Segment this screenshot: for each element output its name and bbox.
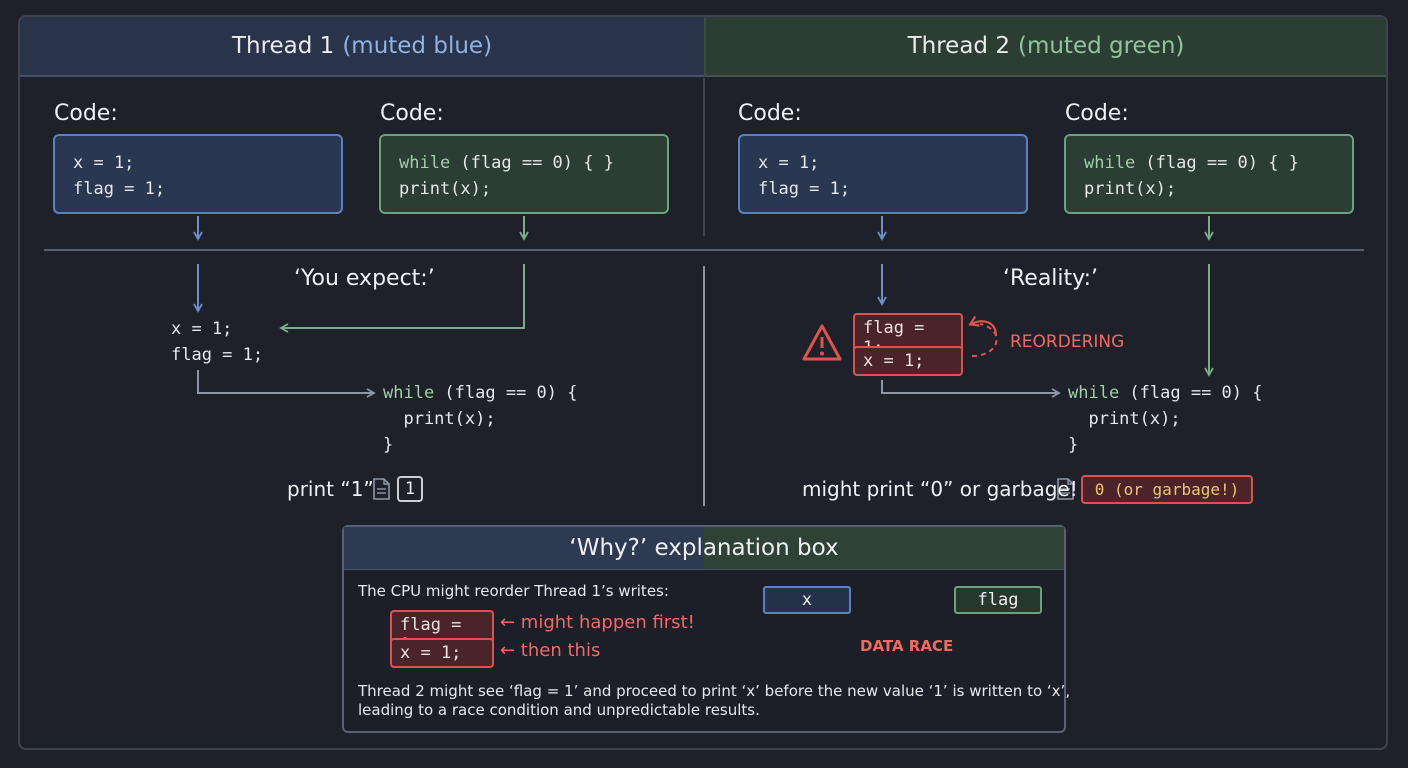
why-title: ‘Why?’ explanation box [344,527,1064,570]
why-second-code: x = 1; [390,638,494,668]
reordering-label: REORDERING [1010,332,1125,352]
thread2-header: Thread 2 (muted green) [704,17,1386,77]
code-label-t1b: Code: [380,101,444,126]
code-label-t2b: Code: [1065,101,1129,126]
code-box-reader-right: while (flag == 0) { } print(x); [1064,134,1354,214]
why-second-note: ← then this [500,640,601,661]
reality-result-value: 0 (or garbage!) [1081,475,1253,504]
reader-code: while (flag == 0) { } print(x); [399,153,614,199]
why-explanation-line1: Thread 2 might see ‘flag = 1’ and procee… [358,682,1071,700]
expect-result-value: 1 [397,476,423,502]
why-first-note: ← might happen first! [500,612,695,633]
code-box-writes-left: x = 1; flag = 1; [53,134,343,214]
node-flag: flag [954,586,1042,614]
code-box-reader-left: while (flag == 0) { } print(x); [379,134,669,214]
code-label-t2a: Code: [738,101,802,126]
writes-code: x = 1; flag = 1; [73,153,166,199]
data-race-label: DATA RACE [860,637,954,655]
reality-result-text: might print “0” or garbage! [802,477,1078,501]
node-x: x [763,586,851,614]
expect-writes: x = 1; flag = 1; [171,319,264,365]
thread2-note: (muted green) [1017,33,1185,59]
reality-loop: while (flag == 0) { print(x); } [1068,383,1263,455]
why-intro: The CPU might reorder Thread 1’s writes: [358,582,669,600]
reality-write-second: x = 1; [853,346,963,376]
reality-title: ‘Reality:’ [1003,266,1098,291]
thread2-title: Thread 2 [907,33,1010,59]
why-explanation-line2: leading to a race condition and unpredic… [358,701,760,719]
expect-title: ‘You expect:’ [294,266,435,291]
expect-result-text: print “1” [287,477,374,501]
reader-code: while (flag == 0) { } print(x); [1084,153,1299,199]
code-box-writes-right: x = 1; flag = 1; [738,134,1028,214]
thread1-title: Thread 1 [231,33,335,59]
thread1-note: (muted blue) [342,33,493,59]
thread1-header: Thread 1 (muted blue) [20,17,704,77]
expect-loop: while (flag == 0) { print(x); } [383,383,578,455]
code-label-t1a: Code: [54,101,118,126]
writes-code: x = 1; flag = 1; [758,153,851,199]
diagram-frame [18,15,1388,750]
